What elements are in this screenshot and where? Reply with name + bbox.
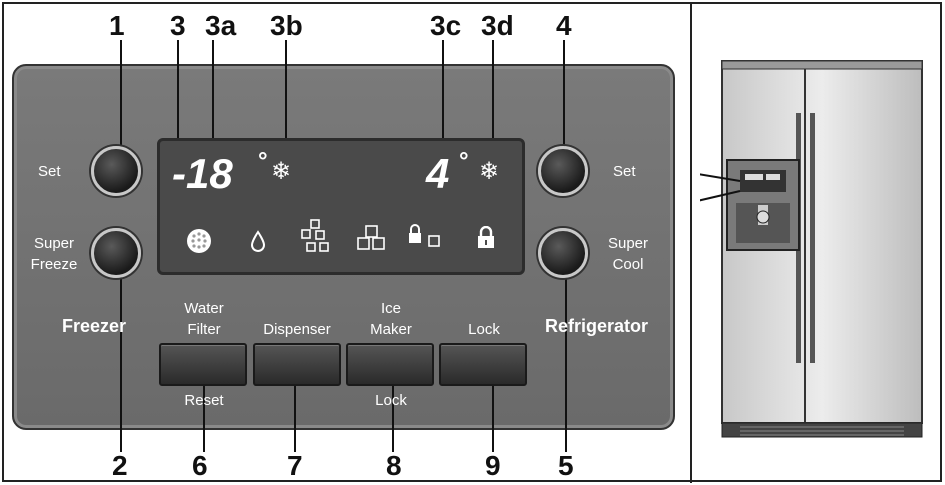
callout-2: 2 (112, 450, 128, 481)
snowflake-icon: ❄ (479, 158, 500, 185)
lcd-display (157, 138, 525, 275)
leader-line (120, 40, 122, 150)
leader-line (177, 40, 179, 150)
leader-line (203, 368, 205, 452)
freezer-label: Freezer (62, 316, 127, 336)
lock-sub-label: Lock (375, 392, 407, 409)
set-label: Set (613, 163, 636, 180)
callout-3: 3 (170, 10, 186, 41)
ice-cubes-icon (298, 218, 332, 259)
callout-9: 9 (485, 450, 501, 481)
callout-3a: 3a (205, 10, 237, 41)
lock-ice-maker-icon (407, 224, 443, 255)
degree-symbol: ° (258, 148, 268, 175)
leader-line (294, 368, 296, 452)
fridge-temperature-readout: 4 (426, 150, 450, 197)
callout-8: 8 (386, 450, 402, 481)
callout-3b: 3b (270, 10, 303, 41)
reset-label: Reset (184, 392, 224, 409)
figure-divider (690, 2, 692, 483)
leader-line (120, 270, 122, 452)
leader-line (492, 368, 494, 452)
freezer-set-button[interactable] (91, 146, 141, 196)
leader-line (563, 40, 565, 150)
degree-symbol: ° (459, 148, 469, 175)
callout-3c: 3c (430, 10, 462, 41)
callout-6: 6 (192, 450, 208, 481)
leader-line (392, 368, 394, 452)
dispenser-button[interactable] (253, 343, 341, 386)
leader-line (285, 40, 287, 158)
refrigerator-label: Refrigerator (545, 316, 649, 336)
callout-1: 1 (109, 10, 125, 41)
callout-4: 4 (556, 10, 572, 41)
leader-line (212, 40, 214, 158)
lock-label: Lock (468, 321, 500, 338)
water-filter-button[interactable] (159, 343, 247, 386)
lock-button[interactable] (439, 343, 527, 386)
refrigerator-illustration (679, 55, 936, 455)
water-drop-icon (250, 230, 266, 257)
crushed-ice-icon (186, 228, 212, 259)
snowflake-icon: ❄ (271, 158, 292, 185)
leader-line (565, 270, 567, 452)
leader-line (492, 40, 494, 158)
refrigerator-set-button[interactable] (538, 146, 588, 196)
lock-icon (476, 225, 496, 255)
super-cool-button[interactable] (538, 228, 588, 278)
callout-7: 7 (287, 450, 303, 481)
set-label: Set (38, 163, 61, 180)
leader-line (442, 40, 444, 150)
ice-maker-button[interactable] (346, 343, 434, 386)
callout-3d: 3d (481, 10, 514, 41)
freezer-temperature-readout: -18 (172, 150, 233, 197)
dispenser-label: Dispenser (263, 321, 331, 338)
super-freeze-button[interactable] (91, 228, 141, 278)
callout-5: 5 (558, 450, 574, 481)
ice-cube-icon (355, 224, 389, 259)
